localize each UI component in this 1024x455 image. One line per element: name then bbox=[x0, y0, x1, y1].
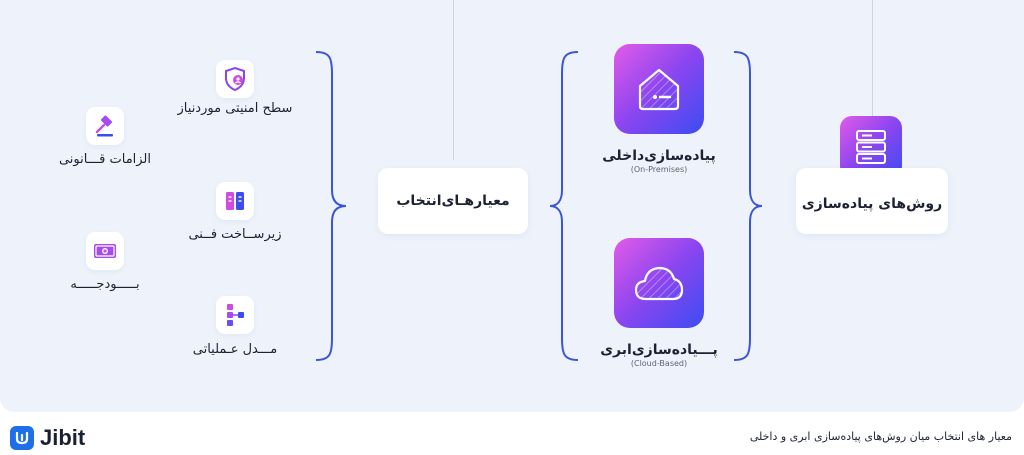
criteria-node: معیارهـای‌انتخاب bbox=[378, 168, 528, 234]
home-icon bbox=[638, 68, 680, 111]
factor-legal-label: الزامات قـــانونی bbox=[58, 152, 152, 167]
factor-operational-label: مـــدل عـملیاتی bbox=[192, 342, 278, 357]
factor-legal-tile bbox=[86, 107, 124, 145]
method-onprem-tile bbox=[614, 44, 704, 134]
money-icon bbox=[94, 244, 116, 258]
brand-name: Jibit bbox=[40, 425, 86, 450]
brace-factors bbox=[315, 51, 347, 361]
shield-user-icon bbox=[225, 66, 245, 92]
figure-caption: معیار های انتخاب میان روش‌های پیاده‌سازی… bbox=[749, 430, 1012, 443]
root-node: روش‌های پیاده‌سازی bbox=[796, 168, 948, 234]
factor-budget-label: بـــــودجـــــه bbox=[70, 277, 140, 292]
factor-budget-tile bbox=[86, 232, 124, 270]
brace-methods-right bbox=[733, 51, 763, 361]
factor-security-label: سطح امنیتی موردنیاز bbox=[177, 101, 293, 116]
brand-logo[interactable]: Jibit bbox=[10, 425, 85, 451]
root-node-label: روش‌های پیاده‌سازی bbox=[801, 196, 943, 212]
server-rack-icon bbox=[226, 192, 244, 210]
flowchart-icon bbox=[227, 304, 244, 326]
method-cloud-tile bbox=[614, 238, 704, 328]
connector-root bbox=[872, 0, 873, 120]
jibit-logo-icon bbox=[10, 426, 34, 450]
method-onprem-label: پیاده‌سازی‌داخلی bbox=[602, 148, 716, 164]
method-onprem-sub: (On-Premises) bbox=[630, 165, 688, 174]
factor-security-tile bbox=[216, 60, 254, 98]
factor-operational-tile bbox=[216, 296, 254, 334]
factor-infrastructure-label: زیرســاخت فــنی bbox=[188, 227, 282, 242]
cloud-icon bbox=[634, 266, 684, 301]
brace-methods-left bbox=[549, 51, 579, 361]
server-rack-icon bbox=[856, 130, 886, 164]
method-cloud-label: پـــیاده‌سازی‌ابری bbox=[600, 342, 718, 358]
root-icon-tile bbox=[840, 116, 902, 178]
gavel-icon bbox=[95, 115, 113, 137]
method-cloud-sub: (Cloud-Based) bbox=[630, 359, 688, 368]
criteria-node-label: معیارهـای‌انتخاب bbox=[396, 193, 510, 209]
factor-infrastructure-tile bbox=[216, 182, 254, 220]
diagram-panel: روش‌های پیاده‌سازی پیاده‌سازی‌داخلی (On-… bbox=[0, 0, 1024, 412]
connector-criteria bbox=[453, 0, 454, 160]
